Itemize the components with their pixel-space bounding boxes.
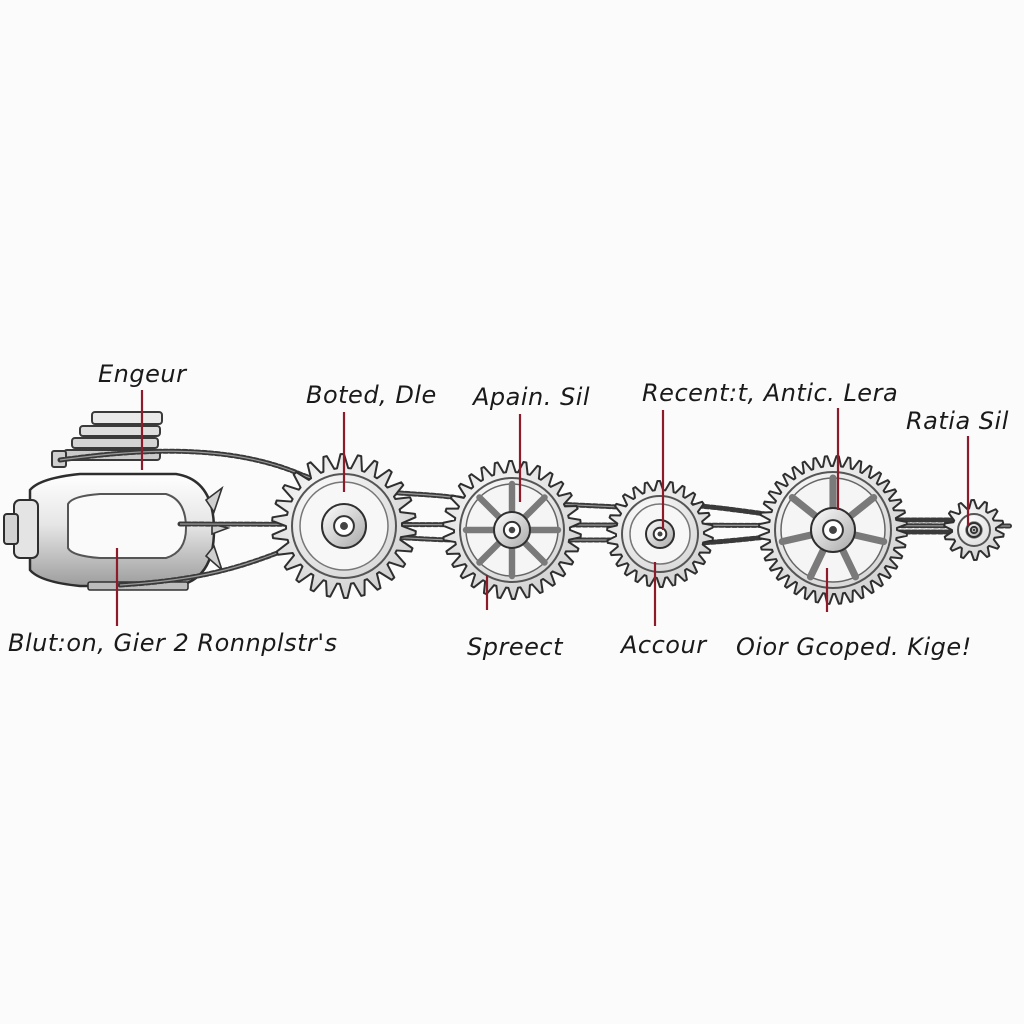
gear-set [271,453,1005,605]
label-gear2-bottom: Spreect [467,633,564,661]
gear-5-sprocket [943,499,1005,561]
label-gear4-bottom: Oior Gcoped. Kige! [736,633,972,661]
label-gear2-top: Apain. Sil [471,383,590,411]
label-gear5-top: Ratia Sil [906,407,1009,435]
gear-4-sprocket [758,455,908,605]
gear-2-sprocket [442,460,582,600]
label-engine: Engeur [98,360,188,388]
engine-block [3,411,231,591]
label-gear1-top: Boted, Dle [306,381,437,409]
label-engine-bottom: Blut:on, Gier 2 Ronnplstr's [8,629,337,657]
labels: Engeur Boted, Dle Apain. Sil Recent:t, A… [8,360,1009,661]
leader-lines [115,390,970,626]
label-gear3-top: Recent:t, Antic. Lera [642,379,898,407]
label-gear3-bottom: Accour [619,631,708,659]
gear-3-sprocket [606,480,714,588]
